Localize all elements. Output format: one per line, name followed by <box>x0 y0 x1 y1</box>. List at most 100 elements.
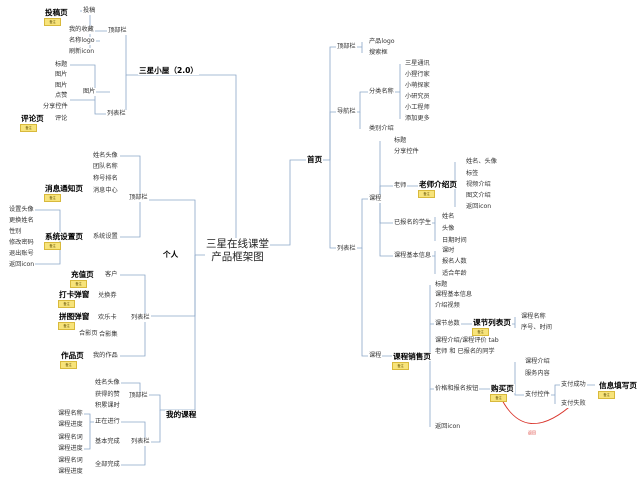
connector-line <box>429 356 595 404</box>
node-kecheng-xiaoshou: 课程销售页 <box>392 352 432 361</box>
note-sticker: 备注 <box>392 362 409 370</box>
node-huode-zan: 获得的赞 <box>94 391 121 399</box>
return-arrow <box>499 395 576 425</box>
note-sticker: 备注 <box>472 328 489 336</box>
node-goumai: 购买页 <box>490 384 515 393</box>
node-kecheng-jindu2: 课程进度 <box>57 445 84 453</box>
node-sousuokuang: 搜索框 <box>368 49 389 57</box>
connector-line <box>70 91 110 101</box>
node-biaoti-l: 标题 <box>54 61 69 69</box>
node-xingbie: 性别 <box>8 228 23 236</box>
node-laoshi: 老师 <box>393 182 408 190</box>
node-tougao: 投稿页 <box>44 8 69 17</box>
node-fuwu-neirong: 服务内容 <box>524 370 551 378</box>
node-huanle-ka: 欢乐卡 <box>97 314 118 322</box>
node-xiaowu: 三星小屋（2.0） <box>138 66 200 75</box>
node-pinglunye: 评论页 <box>20 114 45 123</box>
node-riqi-shijian: 日期时间 <box>441 237 468 245</box>
node-baoming-renshu: 报名人数 <box>441 258 468 266</box>
node-jiage-baoming: 价格和报名按钮 <box>434 385 480 393</box>
node-kecheng-jieshao-tab: 课程介绍/课程评价 tab <box>434 337 500 345</box>
node-quanbu-wancheng: 全部完成 <box>94 461 121 469</box>
node-heying-ji: 合影集 <box>98 331 119 339</box>
node-leibie-jieshao: 类别介绍 <box>368 125 395 133</box>
note-sticker: 备注 <box>490 394 507 402</box>
node-duihuan: 兑换券 <box>97 292 118 300</box>
node-kecheng-jiben: 课程基本信息 <box>393 252 433 260</box>
node-kecheng-jindu3: 课程进度 <box>57 468 84 476</box>
node-jieshao-shipin: 介绍视频 <box>434 302 461 310</box>
node-liebiaolan-m: 列表栏 <box>130 438 151 446</box>
connector-line <box>120 255 196 317</box>
node-fanhui-icon-r2: 返回icon <box>434 423 462 431</box>
node-zhifu-shibai: 支付失败 <box>560 400 587 408</box>
node-kejie-liebiao: 课节列表页 <box>472 318 512 327</box>
node-kehu: 客户 <box>104 271 119 279</box>
root-title-line2: 产品框架图 <box>211 251 264 263</box>
node-tuwen-jieshao: 图文介绍 <box>465 192 492 200</box>
node-tupian1: 图片 <box>54 71 69 79</box>
node-tianjia-gengduo: 添加更多 <box>404 115 431 123</box>
node-dingbulan-m: 顶部栏 <box>128 392 149 400</box>
node-paihang: 称号排名 <box>92 175 119 183</box>
node-tupian2: 图片 <box>54 82 69 90</box>
node-chanpin-logo: 产品logo <box>368 38 396 46</box>
root-node: 三星在线课堂 产品框架图 <box>205 238 270 264</box>
node-kecheng-grp: 课程 <box>368 352 383 360</box>
node-xiaomeng-tanjia: 小萌探家 <box>404 82 431 90</box>
node-xiaogong-chengshi: 小工程师 <box>404 104 431 112</box>
node-fenxiang-kongjian: 分享控件 <box>393 148 420 156</box>
connector-line <box>379 162 456 207</box>
node-xiugai-mima: 修改密码 <box>8 239 35 247</box>
node-biaoti-r: 标题 <box>393 137 408 145</box>
node-fenxiang: 分享控件 <box>42 103 69 111</box>
note-sticker: 备注 <box>44 242 61 250</box>
connector-line <box>379 199 436 274</box>
node-tougao-sub: 投稿 <box>82 7 97 15</box>
node-shipin-jieshao: 视频介绍 <box>465 181 492 189</box>
node-fanhui-icon-r1: 返回icon <box>465 203 493 211</box>
node-liebiaolan-r: 列表栏 <box>336 245 357 253</box>
node-wode-zuopin: 我的作品 <box>92 352 119 360</box>
node-xinxi-tianxie: 信息填写页 <box>598 381 638 390</box>
node-fenlei-mingcheng: 分类名称 <box>368 88 395 96</box>
node-shuaxin-icon: 刷新icon <box>68 48 96 56</box>
node-kecheng-mingcheng3: 课程名词 <box>57 457 84 465</box>
node-xitong-shezhi: 系统设置页 <box>44 232 84 241</box>
node-kecheng: 课程 <box>368 195 383 203</box>
note-sticker: 备注 <box>58 300 75 308</box>
node-dianzan: 点赞 <box>54 92 69 100</box>
node-zhifu-kongjian: 支付控件 <box>524 391 551 399</box>
node-pintuan: 拼图弹窗 <box>58 312 91 321</box>
node-xingming-touxiang: 姓名头像 <box>92 152 119 160</box>
node-tuichu-zhanghao: 退出账号 <box>8 250 35 258</box>
node-touxiang: 头像 <box>441 225 456 233</box>
node-liebiaolan-p: 列表栏 <box>130 314 151 322</box>
connector-line <box>80 413 95 450</box>
node-kecheng-mingcheng2: 课程名词 <box>57 434 84 442</box>
node-shihe-nianling: 适合年龄 <box>441 270 468 278</box>
node-geren: 个人 <box>162 250 180 259</box>
connector-line <box>305 42 363 161</box>
note-sticker: 备注 <box>44 194 61 202</box>
node-kejie-shu: 课节总数 <box>434 320 461 328</box>
note-sticker: 备注 <box>70 280 87 288</box>
node-kecheng-jieshao2: 课程介绍 <box>524 358 551 366</box>
node-xingming-touxiang2: 姓名头像 <box>94 379 121 387</box>
node-xingming-touxiang3: 姓名、头像 <box>465 158 498 166</box>
node-jiben-wancheng: 基本完成 <box>94 438 121 446</box>
node-daka: 打卡弹窗 <box>58 290 91 299</box>
note-sticker: 备注 <box>418 190 435 198</box>
return-label: 返回 <box>528 430 536 435</box>
node-xiaoxi-tongzhi: 消息通知页 <box>44 184 84 193</box>
note-sticker: 备注 <box>20 124 37 132</box>
node-laoshi-he: 老师 和 已报名的同学 <box>434 348 496 356</box>
node-yibaoming: 已报名的学生 <box>393 219 433 227</box>
node-dingbulan-r: 顶部栏 <box>336 43 357 51</box>
node-laoshi-jieshao: 老师介绍页 <box>418 180 458 189</box>
node-liebiaolan-l: 列表栏 <box>106 110 127 118</box>
node-dingbulan-p: 顶部栏 <box>128 194 149 202</box>
node-xiaoxi-zhongxin: 消息中心 <box>92 187 119 195</box>
node-zhengzai-jinxing: 正在进行 <box>94 418 121 426</box>
